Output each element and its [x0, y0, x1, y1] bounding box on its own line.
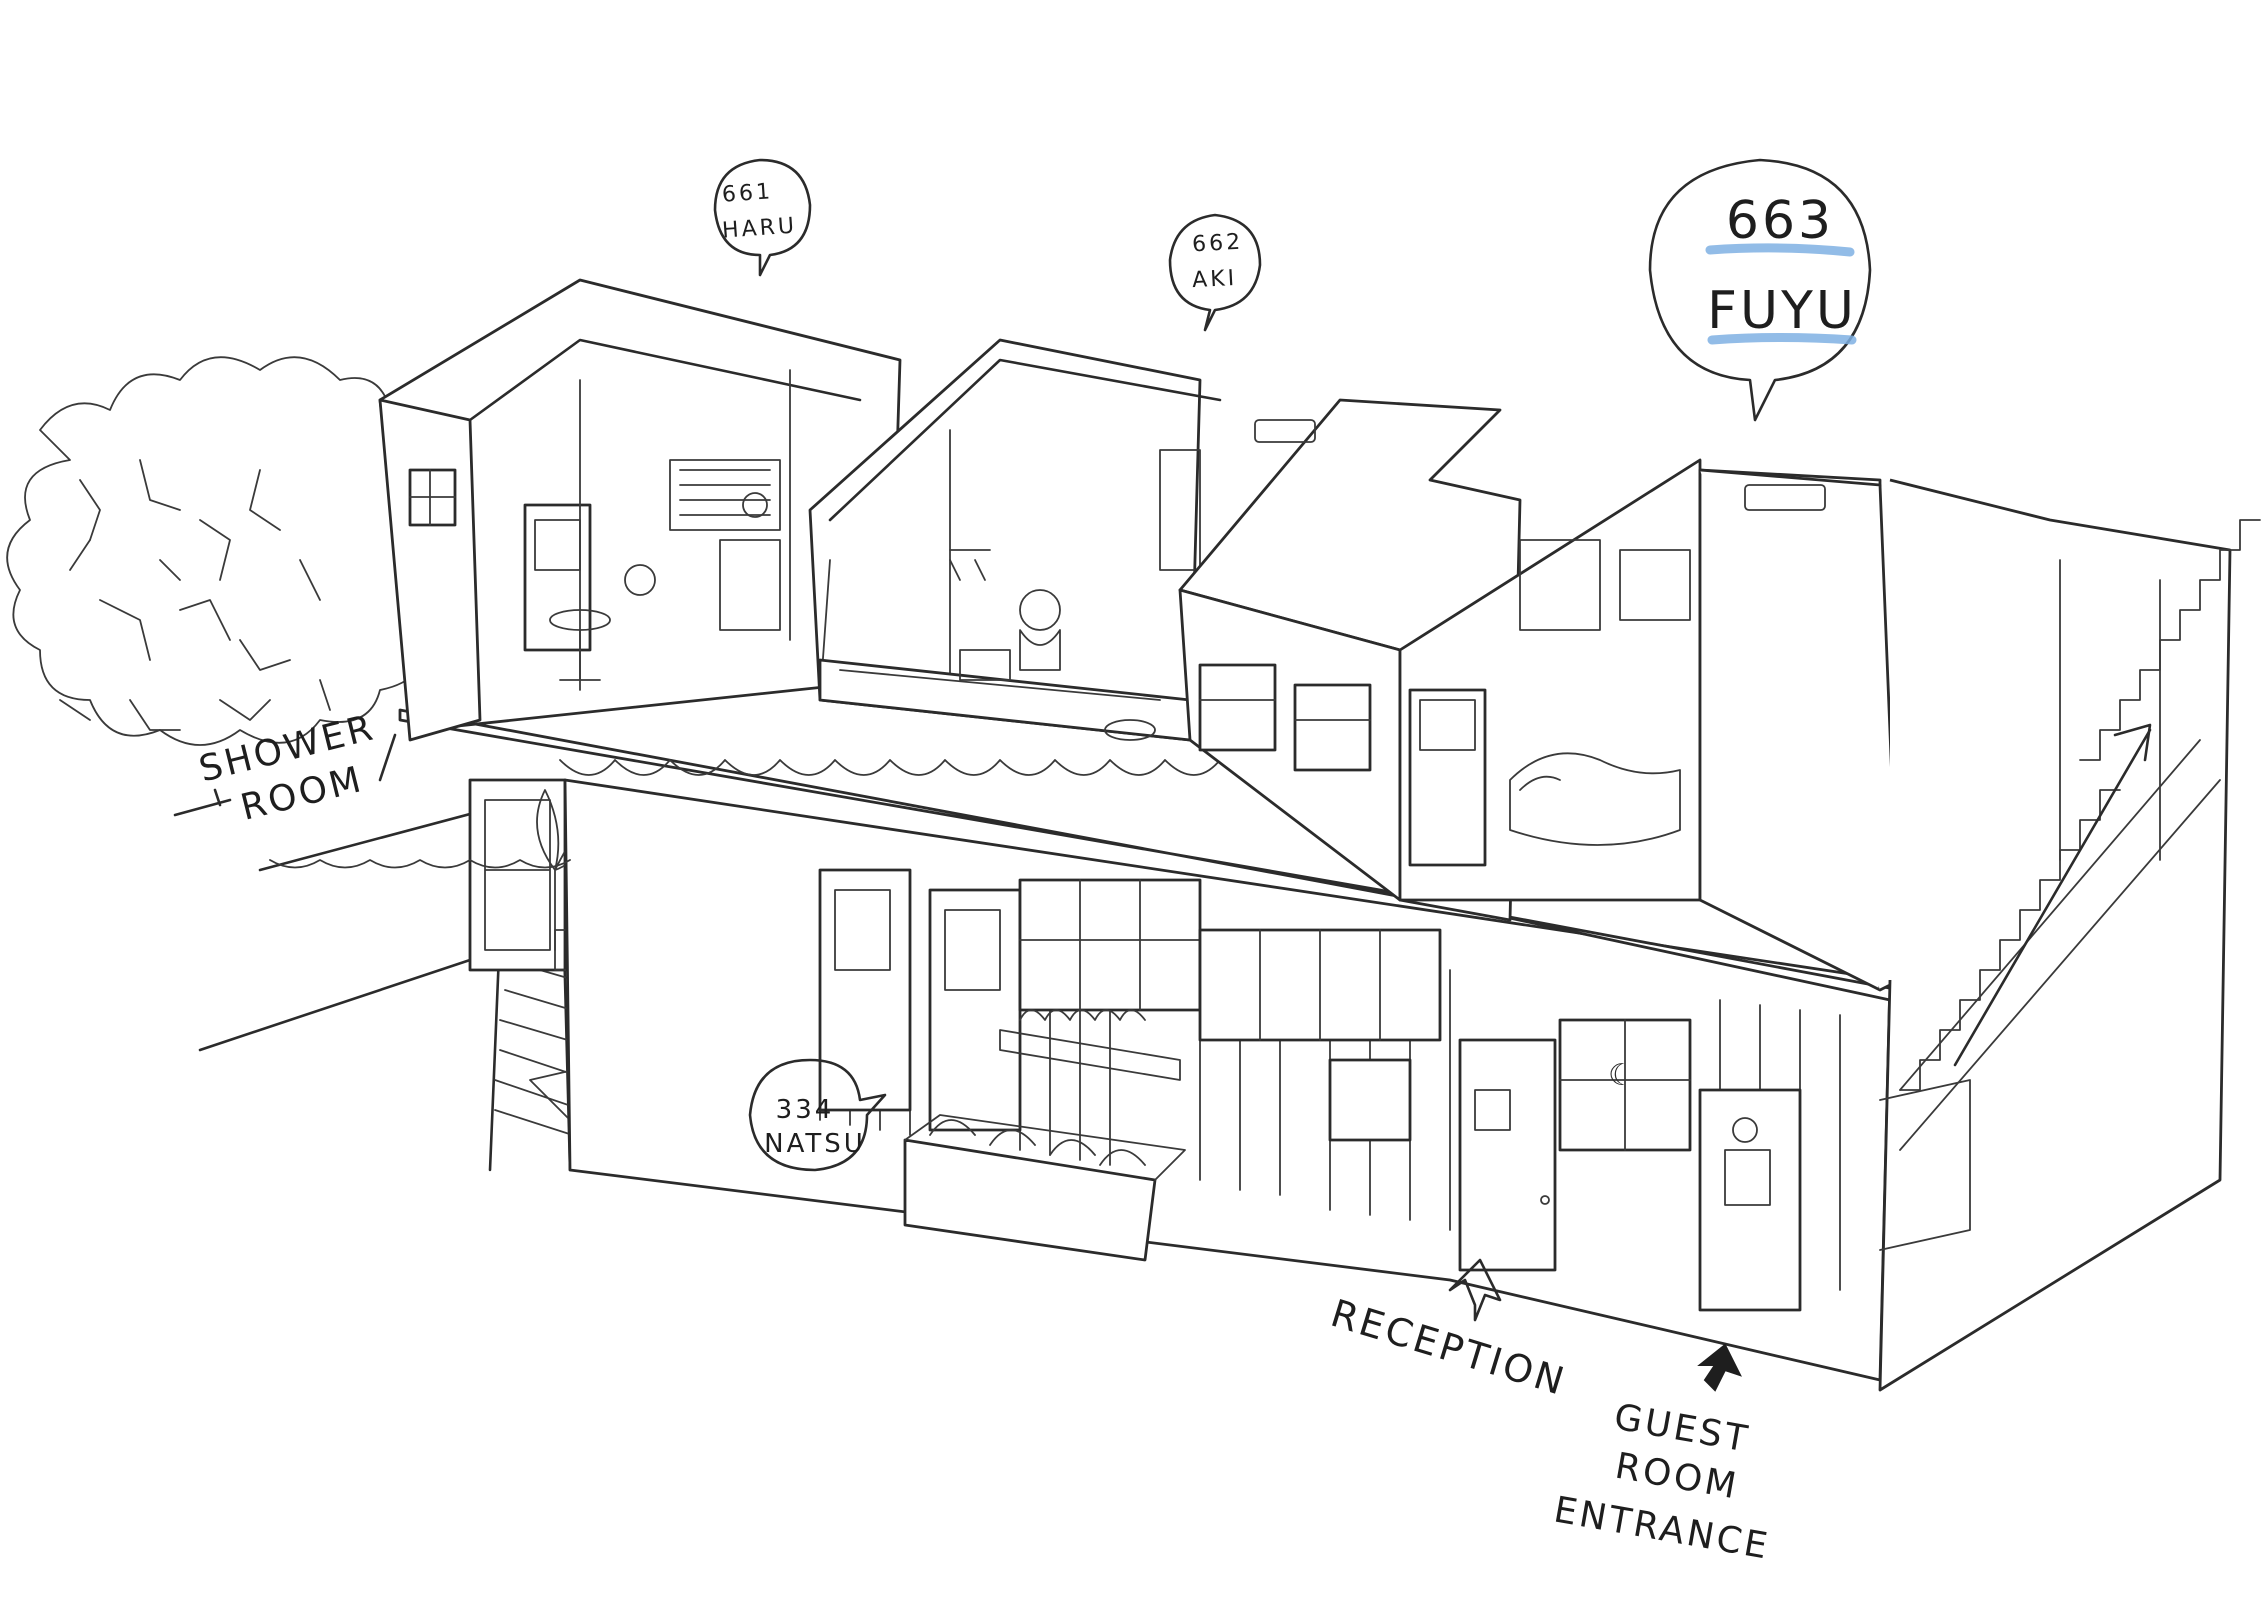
shower-room-deck — [468, 778, 786, 1121]
guest-entrance-arrow — [1697, 1343, 1742, 1392]
guest-room-door — [1698, 1088, 1802, 1312]
guest-label-line3: ENTRANCE — [1551, 1490, 1773, 1568]
natsu-number: 334 — [776, 1095, 835, 1125]
natsu-name: NATSU — [764, 1129, 866, 1159]
ac-units — [1254, 419, 1826, 511]
bubble-haru: 661 HARU — [713, 158, 812, 277]
bubble-natsu: 334 NATSU — [748, 1058, 887, 1172]
aki-number: 662 — [1192, 230, 1244, 258]
room-aki — [808, 338, 1222, 742]
fuyu-name: FUYU — [1707, 281, 1857, 341]
stair-wing — [1698, 468, 2261, 1392]
svg-text:☾: ☾ — [1608, 1058, 1635, 1093]
shower-room-label: SHOWER ROOM — [173, 707, 397, 829]
room-fuyu — [1178, 398, 1826, 922]
planter-box — [903, 1114, 1186, 1262]
reception-label-text: RECEPTION — [1326, 1291, 1572, 1404]
fuyu-number: 663 — [1726, 191, 1834, 251]
reception-label: RECEPTION — [1326, 1291, 1572, 1404]
room-haru — [378, 278, 902, 742]
reception-arrow — [1448, 1258, 1502, 1322]
aki-name: AKI — [1192, 266, 1238, 293]
bubble-fuyu: 663 FUYU — [1648, 158, 1872, 422]
reception-door — [1458, 1038, 1557, 1272]
window-facade-1 — [1018, 878, 1202, 1012]
door-2 — [928, 888, 1022, 1132]
guest-room-entrance-label: GUEST ROOM ENTRANCE — [1551, 1397, 1773, 1568]
haru-number: 661 — [721, 179, 774, 207]
door-natsu — [818, 868, 912, 1112]
ground-floor-facade: ☾ — [563, 778, 1892, 1382]
haru-name: HARU — [721, 213, 798, 243]
bubble-aki: 662 AKI — [1168, 213, 1262, 332]
